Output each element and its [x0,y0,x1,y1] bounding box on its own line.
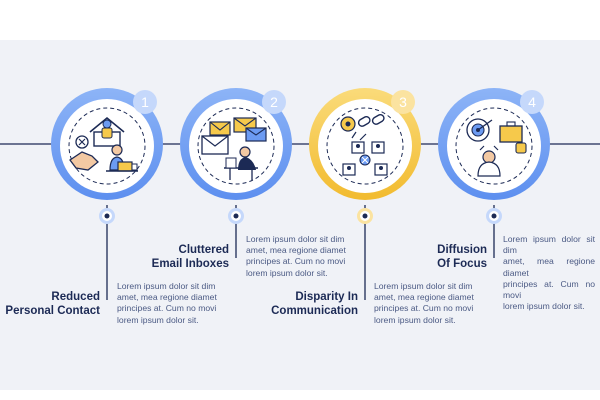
step-4-title-line2: Of Focus [437,258,487,270]
step-1-title: Reduced Personal Contact [0,290,100,318]
step-2-title-line1: Cluttered [178,244,229,256]
step-2-title-line2: Email Inboxes [151,258,229,270]
step-3-body-line: principes at. Cum no movi [374,303,474,314]
step-3-title-line1: Disparity In [295,291,358,303]
step-4-body-line: Lorem ipsum dolor sit dim [503,234,595,256]
step-4-circle: 4 [438,88,550,200]
step-1-body-line: lorem ipsum dolor sit. [117,314,199,325]
step-4-number: 4 [528,94,536,110]
step-2-body-line: lorem ipsum dolor sit. [246,267,328,278]
step-1-body-line: Lorem ipsum dolor sit dim [117,281,216,291]
step-2-description: Lorem ipsum dolor sit dim amet, mea regi… [246,234,362,279]
step-3-body-line: amet, mea regione diamet [374,292,474,303]
step-3-body-line: Lorem ipsum dolor sit dim [374,281,473,291]
step-1-number: 1 [141,94,149,110]
step-3-dot [357,208,373,224]
step-2-dot [228,208,244,224]
step-4-title: Diffusion Of Focus [395,243,487,271]
step-2-body-line: principes at. Cum no movi [246,256,346,267]
step-4-body-line: lorem ipsum dolor sit. [503,301,585,312]
step-1-title-line1: Reduced [51,291,100,303]
step-2-title: Cluttered Email Inboxes [130,243,229,271]
step-3-title: Disparity In Communication [250,290,358,318]
broken-chain-network-icon [340,113,388,176]
handshake-remote-worker-icon [69,116,138,172]
step-3-description: Lorem ipsum dolor sit dim amet, mea regi… [374,281,490,326]
step-4-dot [486,208,502,224]
step-3-body-line: lorem ipsum dolor sit. [374,314,456,325]
step-1-circle: 1 [51,88,163,200]
step-2-circle: 2 [180,88,292,200]
step-1-body-line: principes at. Cum no movi [117,303,217,314]
step-2-body-line: amet, mea regione diamet [246,245,346,256]
step-1-title-line2: Personal Contact [5,305,100,317]
step-2-number: 2 [270,94,278,110]
step-3-circle: 3 [309,88,421,200]
target-briefcase-stressed-icon [466,118,527,177]
email-overload-desk-icon [201,117,267,180]
step-4-description: Lorem ipsum dolor sit dim amet, mea regi… [503,234,595,312]
step-2-body-line: Lorem ipsum dolor sit dim [246,234,345,244]
step-4-title-line1: Diffusion [437,244,487,256]
step-1-dot [99,208,115,224]
step-3-title-line2: Communication [271,305,358,317]
step-4-body-line: principes at. Cum no movi [503,278,595,301]
step-3-number: 3 [399,94,407,110]
step-1-description: Lorem ipsum dolor sit dim amet, mea regi… [117,281,233,326]
step-1-body-line: amet, mea regione diamet [117,292,217,303]
step-4-body-line: amet, mea regione diamet [503,256,595,278]
